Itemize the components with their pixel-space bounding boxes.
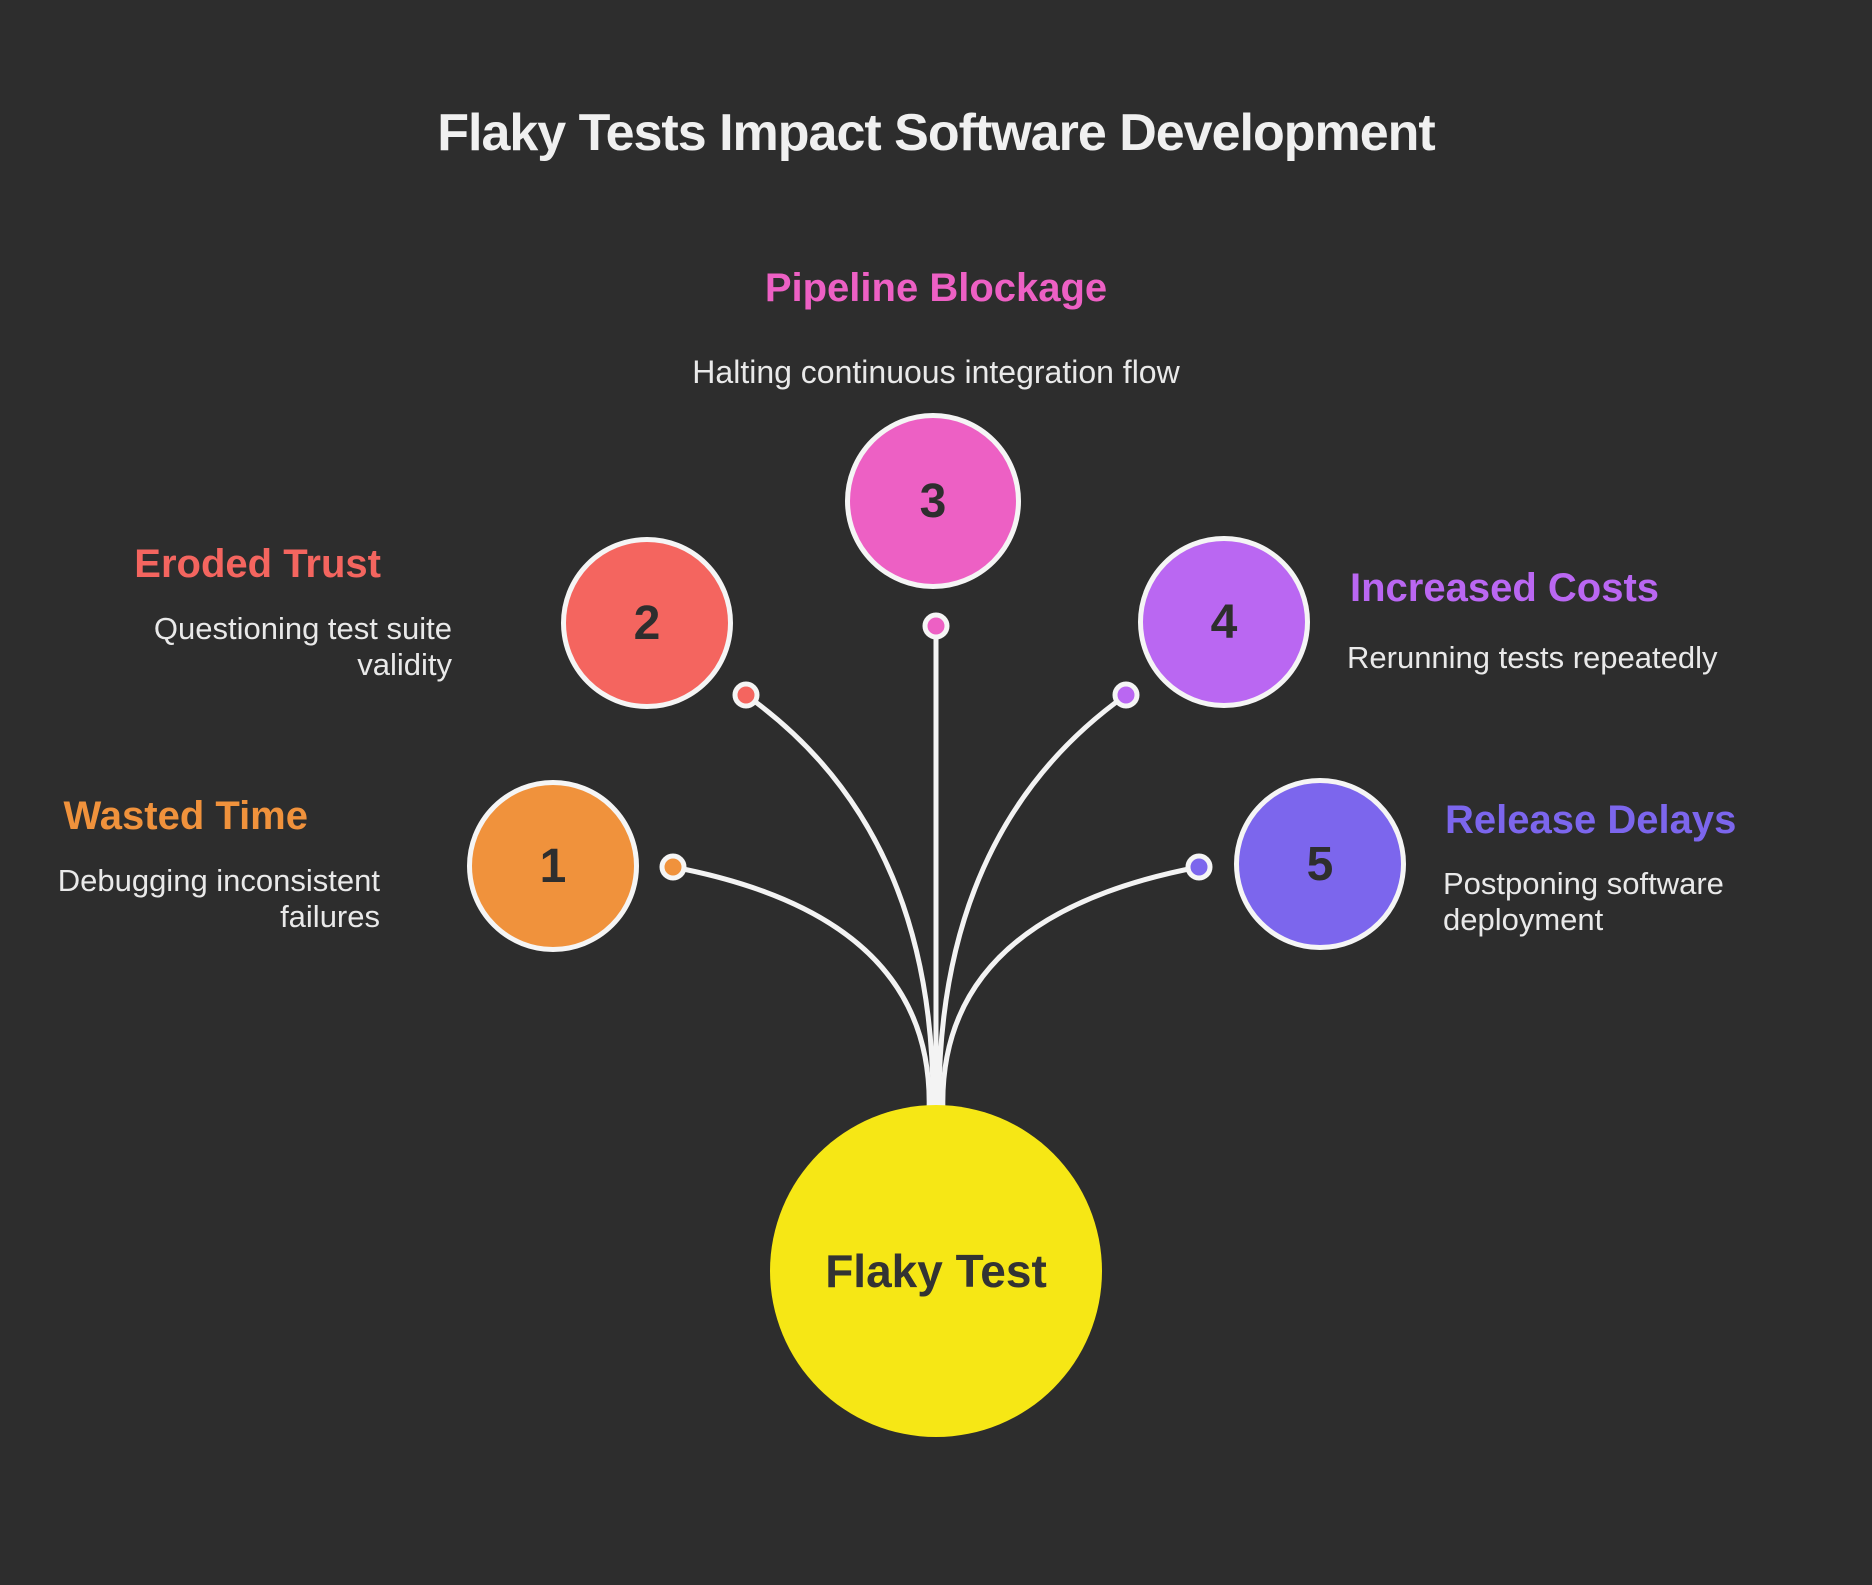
connector-dot-4: [1112, 681, 1140, 709]
node-circle-pipeline-blockage: 3: [845, 413, 1021, 589]
node-circle-release-delays: 5: [1234, 778, 1406, 950]
desc-increased-costs: Rerunning tests repeatedly: [1347, 640, 1718, 676]
heading-release-delays: Release Delays: [1445, 798, 1737, 842]
desc-line: failures: [280, 899, 380, 934]
desc-eroded-trust: Questioning test suite validity: [154, 611, 452, 683]
desc-release-delays: Postponing software deployment: [1443, 866, 1724, 938]
node-number-3: 3: [919, 474, 947, 528]
center-node-label: Flaky Test: [825, 1245, 1047, 1297]
heading-wasted-time: Wasted Time: [63, 794, 308, 838]
connector-dot-1: [659, 853, 687, 881]
connector-line-4: [936, 692, 1129, 1113]
node-circle-increased-costs: 4: [1138, 536, 1310, 708]
connector-line-1: [670, 864, 932, 1115]
desc-line: deployment: [1443, 902, 1604, 937]
page-title: Flaky Tests Impact Software Development: [437, 104, 1435, 162]
desc-line: Debugging inconsistent: [57, 863, 380, 898]
connector-dot-3: [922, 612, 950, 640]
node-circle-wasted-time: 1: [467, 780, 639, 952]
desc-pipeline-blockage: Halting continuous integration flow: [0, 354, 1872, 390]
heading-pipeline-blockage: Pipeline Blockage: [764, 266, 1108, 310]
center-node-flaky-test: Flaky Test: [770, 1105, 1102, 1437]
node-circle-eroded-trust: 2: [561, 537, 733, 709]
node-number-5: 5: [1306, 837, 1334, 891]
desc-line: Rerunning tests repeatedly: [1347, 640, 1718, 675]
node-number-4: 4: [1210, 595, 1238, 649]
desc-line: Questioning test suite: [153, 611, 452, 646]
connector-line-2: [743, 692, 936, 1113]
desc-line: Halting continuous integration flow: [692, 354, 1180, 390]
node-number-1: 1: [539, 839, 567, 893]
heading-eroded-trust: Eroded Trust: [134, 542, 381, 586]
desc-wasted-time: Debugging inconsistent failures: [58, 863, 380, 935]
desc-line: Postponing software: [1443, 866, 1724, 901]
connector-line-5: [940, 864, 1202, 1115]
connector-dot-2: [732, 681, 760, 709]
node-number-2: 2: [633, 596, 661, 650]
heading-increased-costs: Increased Costs: [1350, 566, 1660, 610]
connector-dot-5: [1185, 853, 1213, 881]
desc-line: validity: [357, 647, 452, 682]
